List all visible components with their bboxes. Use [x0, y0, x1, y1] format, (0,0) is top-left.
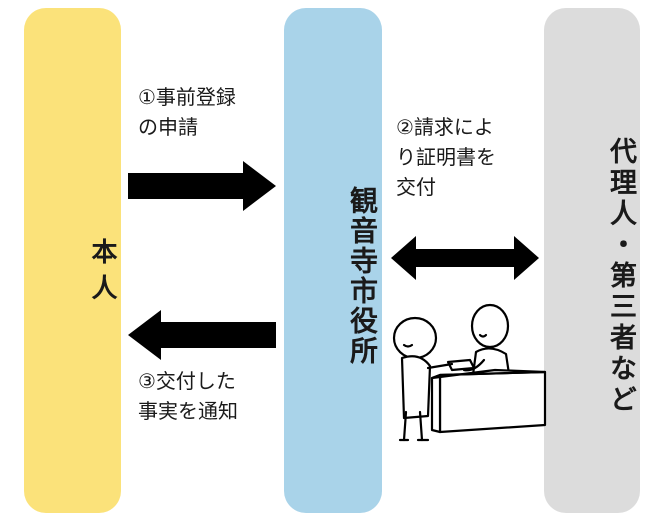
- honnin-label: 本人: [87, 238, 117, 310]
- step3-line1: ③交付した: [138, 369, 236, 393]
- honnin-column: 本人: [24, 8, 121, 513]
- step2-line1: ②請求によ: [396, 115, 494, 139]
- step1-line2: の申請: [138, 115, 198, 139]
- arrow-left-icon: [128, 310, 276, 360]
- handover-illustration-icon: [392, 303, 547, 442]
- agent-label: 代理人・第三者など: [605, 136, 636, 416]
- arrow-right-icon: [128, 161, 276, 211]
- step2-line2: り証明書を: [396, 145, 496, 169]
- double-arrow-icon: [391, 236, 539, 280]
- step3-line2: 事実を通知: [138, 399, 238, 423]
- step2-line3: 交付: [396, 175, 436, 199]
- step1-line1: ①事前登録: [138, 85, 236, 109]
- agent-column: 代理人・第三者など: [544, 8, 640, 513]
- step1-note: ①事前登録 の申請: [138, 82, 236, 142]
- city-office-label: 観音寺市役所: [346, 186, 379, 366]
- step2-note: ②請求によ り証明書を 交付: [396, 112, 496, 202]
- city-office-column: 観音寺市役所: [284, 8, 382, 513]
- step3-note: ③交付した 事実を通知: [138, 366, 238, 426]
